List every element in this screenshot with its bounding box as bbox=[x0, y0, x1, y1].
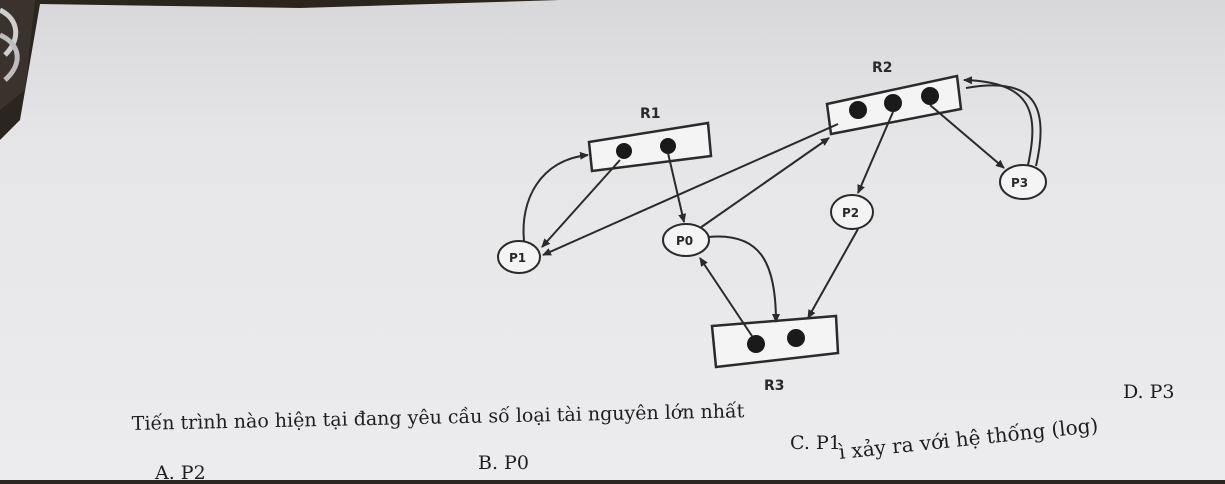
process-p0: P0 bbox=[662, 223, 710, 257]
p1-label: P1 bbox=[509, 251, 526, 265]
edge-r2-p2 bbox=[857, 111, 894, 194]
p2-label: P2 bbox=[842, 206, 859, 220]
edge-r2-p1 bbox=[542, 123, 839, 256]
option-d: D. P3 bbox=[1123, 381, 1175, 403]
p0-label: P0 bbox=[676, 234, 693, 248]
edges bbox=[522, 76, 1042, 337]
edge-p3-r2-b bbox=[965, 84, 1042, 167]
edge-p2-r3 bbox=[807, 228, 859, 319]
option-b: B. P0 bbox=[478, 452, 529, 474]
process-p2: P2 bbox=[830, 194, 874, 230]
option-c: C. P1 bbox=[790, 432, 841, 454]
r1-label: R1 bbox=[640, 106, 661, 122]
edge-r2-p3 bbox=[929, 104, 1005, 169]
resource-r1: R1 bbox=[587, 106, 713, 173]
edge-r1-p0 bbox=[667, 152, 687, 223]
process-p1: P1 bbox=[497, 240, 541, 274]
edge-r3-p0 bbox=[699, 257, 753, 337]
p3-label: P3 bbox=[1011, 176, 1028, 190]
r3-label: R3 bbox=[764, 378, 785, 394]
r2-label: R2 bbox=[872, 60, 893, 76]
edge-r1-p1 bbox=[541, 159, 621, 248]
option-a: A. P2 bbox=[155, 462, 206, 484]
edge-p3-r2 bbox=[963, 76, 1034, 166]
edge-p0-r3 bbox=[707, 235, 780, 323]
resource-r2: R2 bbox=[825, 60, 963, 136]
resource-r3: R3 bbox=[710, 314, 840, 394]
process-p3: P3 bbox=[999, 164, 1047, 200]
edge-p0-r2 bbox=[699, 137, 830, 229]
edge-p1-r1 bbox=[522, 151, 589, 242]
